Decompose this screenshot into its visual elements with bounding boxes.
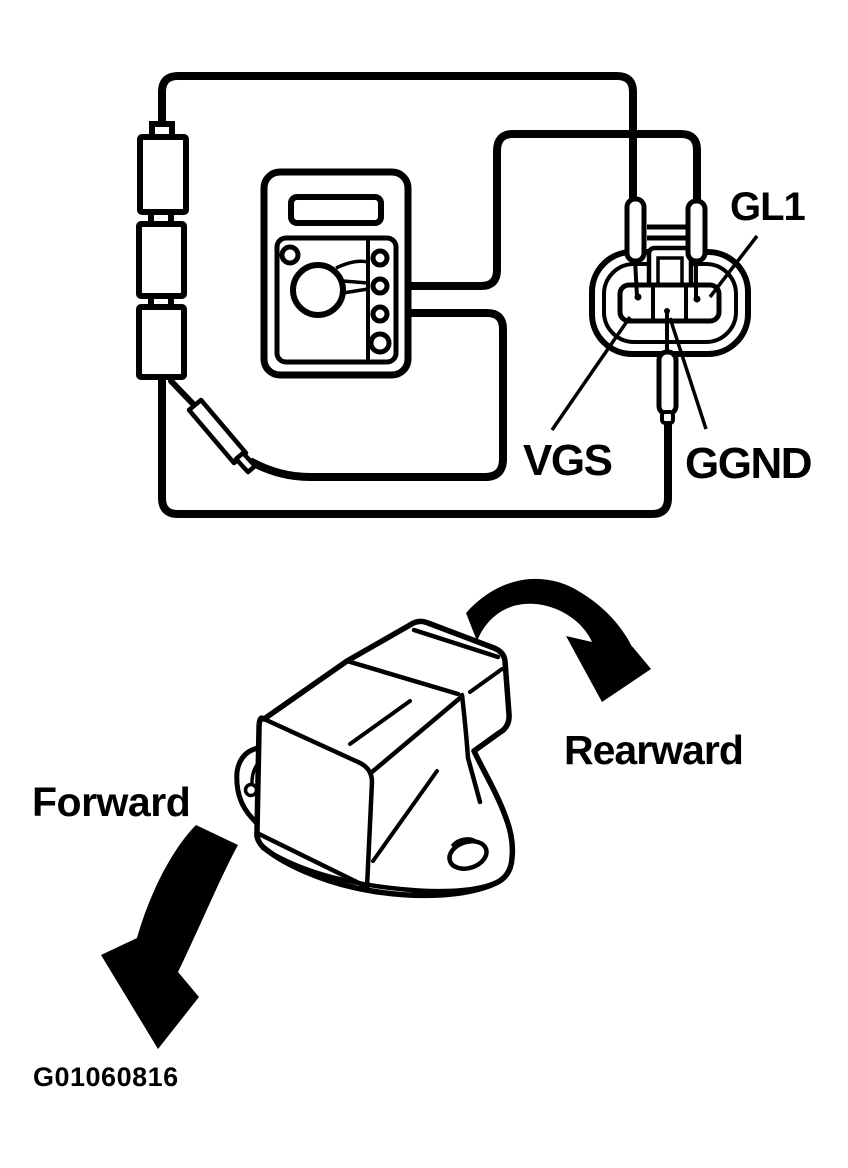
sensor-tab-hole	[243, 782, 259, 798]
probe-barrel	[186, 397, 249, 466]
probe-contact-dot-vgs	[634, 293, 642, 301]
front-face-top-edge	[261, 716, 375, 890]
rotation-arrows	[101, 578, 651, 1049]
pin-label-gl1: GL1	[730, 185, 806, 229]
terminal-4	[368, 331, 392, 355]
pin-label-vgs: VGS	[523, 436, 613, 485]
forward-arrow	[101, 825, 238, 1049]
meter-terminals	[368, 248, 392, 355]
sensor-connector	[589, 224, 751, 357]
test-probe-left	[624, 196, 647, 301]
probe-contact-dot-ggnd	[664, 308, 670, 314]
sensor-mounting-hole	[447, 837, 489, 871]
probe-contact-dot-gl1	[693, 295, 701, 303]
wire-meter-to-right-probe	[386, 130, 701, 290]
leader-lines	[550, 234, 759, 431]
multimeter-display	[288, 194, 384, 226]
multimeter	[260, 168, 412, 379]
battery-cell	[137, 134, 189, 215]
upper-block-base-edge	[344, 658, 461, 697]
direction-label-forward: Forward	[32, 779, 191, 825]
wire-battery-to-ground-probe	[158, 374, 672, 518]
leader-ggnd	[668, 317, 708, 430]
leader-gl1	[708, 234, 759, 299]
wire-battery-to-left-probe	[158, 72, 637, 201]
direction-label-rearward: Rearward	[564, 727, 744, 773]
figure-code: G01060816	[33, 1062, 179, 1092]
step-diagonal-edge	[369, 695, 463, 775]
step-vertical-edge	[459, 692, 483, 805]
sensor-edge-lines	[254, 627, 506, 894]
pin-label-ggnd: GGND	[685, 439, 813, 488]
connector-latch	[646, 245, 694, 284]
wire-meter-to-battery-probe	[248, 309, 507, 481]
probe-tip	[168, 378, 199, 410]
battery-cell	[136, 304, 187, 380]
connector-latch-inner	[656, 256, 684, 284]
terminal-2	[370, 276, 390, 296]
battery-stack	[136, 121, 189, 380]
terminal-1	[370, 248, 390, 268]
rearward-arrow	[466, 578, 651, 702]
test-probe-diagonal	[168, 378, 258, 475]
sensor-drawing	[234, 618, 516, 899]
panel-indicator-circle	[279, 244, 301, 266]
flange-thickness-line	[260, 845, 506, 894]
test-probe-ground	[656, 308, 679, 425]
leader-vgs	[550, 316, 632, 431]
connector-probes	[624, 196, 708, 425]
upper-block-roof-edge	[411, 627, 501, 660]
probe-tail-nub	[233, 450, 258, 475]
test-probe-right	[685, 198, 708, 303]
test-circuit-wires	[158, 72, 701, 518]
range-dial	[290, 262, 346, 318]
terminal-3	[370, 304, 390, 324]
sensor-hatch-lines	[348, 667, 504, 863]
front-face-bottom-edge	[254, 830, 370, 890]
battery-cell	[136, 221, 187, 299]
dial-pointer-lines	[335, 259, 369, 295]
